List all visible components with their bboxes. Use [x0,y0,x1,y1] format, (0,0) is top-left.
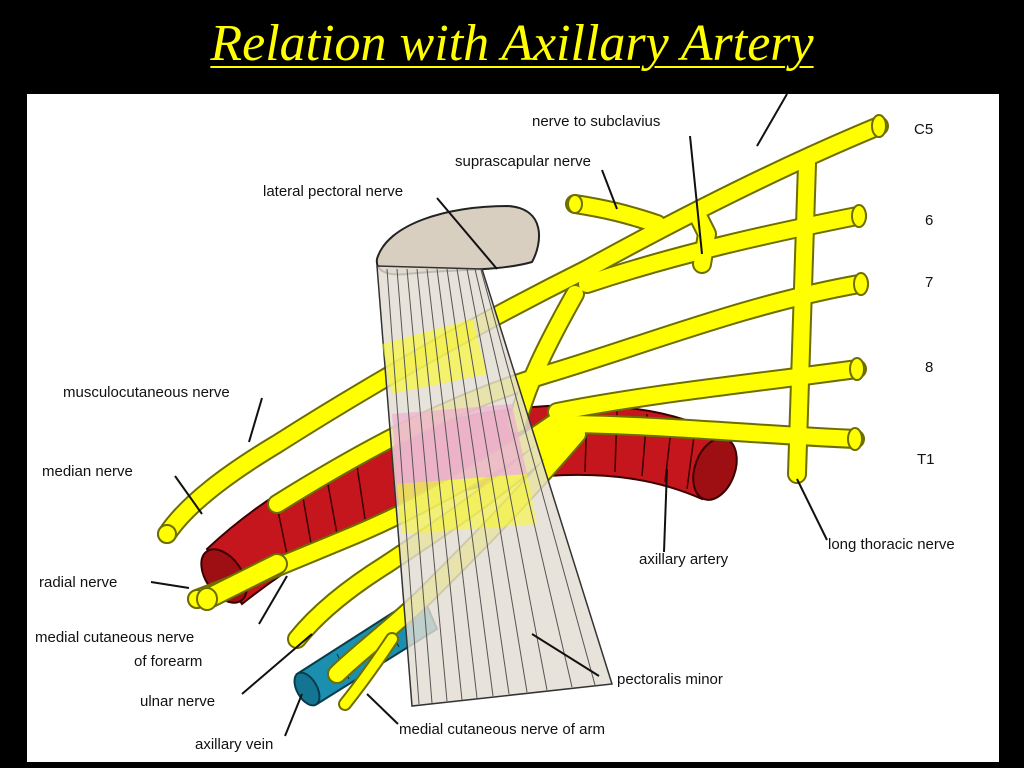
label-medial-cutaneous-nerve-of-arm: medial cutaneous nerve of arm [399,721,605,738]
label-suprascapular-nerve: suprascapular nerve [455,153,591,170]
label-lateral-pectoral-nerve: lateral pectoral nerve [263,183,403,200]
brachial-plexus-figure: nerve to subclavius suprascapular nerve … [27,94,999,762]
label-root-8: 8 [925,359,933,376]
label-axillary-vein: axillary vein [195,736,273,753]
leader-lines [150,94,828,737]
medial-cutaneous-nerve-of-arm-segment [338,632,399,711]
label-pectoralis-minor: pectoralis minor [617,671,723,688]
label-radial-nerve: radial nerve [39,574,117,591]
label-long-thoracic-nerve: long thoracic nerve [828,536,955,553]
label-root-c5: C5 [914,121,933,138]
label-root-t1: T1 [917,451,935,468]
label-median-nerve: median nerve [42,463,133,480]
label-nerve-to-subclavius: nerve to subclavius [532,113,660,130]
label-medial-cutaneous-nerve-of-forearm-1: medial cutaneous nerve [35,629,194,646]
label-medial-cutaneous-nerve-of-forearm-2: of forearm [134,653,202,670]
pectoralis-minor [376,265,613,707]
diagram-labels: nerve to subclavius suprascapular nerve … [35,113,955,753]
label-axillary-artery: axillary artery [639,551,729,568]
label-root-7: 7 [925,274,933,291]
label-musculocutaneous-nerve: musculocutaneous nerve [63,384,230,401]
label-ulnar-nerve: ulnar nerve [140,693,215,710]
label-root-6: 6 [925,212,933,229]
slide-title: Relation with Axillary Artery [210,15,814,72]
